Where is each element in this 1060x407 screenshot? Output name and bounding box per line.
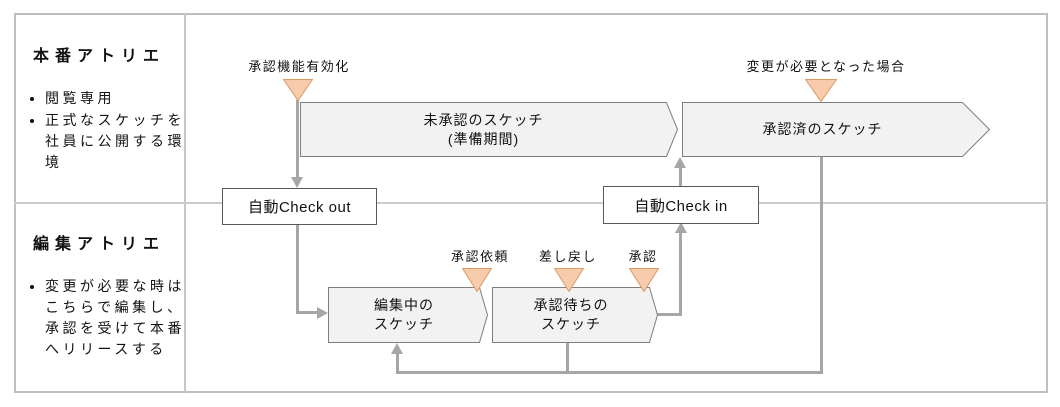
connector-line <box>679 233 682 316</box>
production-environment-title: 本番アトリエ <box>33 48 166 65</box>
stage-waiting-approval-sketch: 承認待ちの スケッチ <box>492 287 658 343</box>
arrowhead-icon <box>291 177 303 188</box>
connector-line <box>396 371 823 374</box>
connector-line <box>296 100 299 178</box>
send-back-marker-icon <box>553 268 585 297</box>
approval-enabled-marker-icon <box>282 79 314 106</box>
change-needed-marker-icon <box>804 79 838 107</box>
stage-label: 承認済のスケッチ <box>762 121 883 137</box>
note-item: 正式なスケッチを社員に公開する環境 <box>45 110 197 173</box>
connector-line <box>296 223 299 314</box>
stage-label: 未承認のスケッチ <box>423 111 544 128</box>
approve-label: 承認 <box>628 249 658 264</box>
approval-request-label: 承認依頼 <box>450 249 510 264</box>
send-back-label: 差し戻し <box>538 249 598 264</box>
approval-enabled-label: 承認機能有効化 <box>248 59 350 74</box>
production-environment-notes: 閲覧専用 正式なスケッチを社員に公開する環境 <box>28 88 197 174</box>
stage-unapproved-sketch: 未承認のスケッチ (準備期間) <box>300 102 678 157</box>
stage-label: スケッチ <box>541 316 601 332</box>
arrowhead-icon <box>674 157 686 168</box>
arrowhead-icon <box>391 343 403 354</box>
stage-label: 編集中の <box>374 297 434 313</box>
stage-label: (準備期間) <box>447 130 520 147</box>
auto-checkin-box: 自動Check in <box>603 186 759 224</box>
change-needed-label: 変更が必要となった場合 <box>746 59 906 74</box>
note-item: 変更が必要な時はこちらで編集し、承認を受けて本番へリリースする <box>45 276 197 360</box>
connector-line <box>820 157 823 374</box>
connector-line <box>296 311 317 314</box>
approval-request-marker-icon <box>461 268 493 297</box>
stage-approved-sketch: 承認済のスケッチ <box>682 102 990 157</box>
connector-line <box>566 343 569 372</box>
editing-environment-notes: 変更が必要な時はこちらで編集し、承認を受けて本番へリリースする <box>28 276 197 361</box>
arrowhead-icon <box>317 307 328 319</box>
auto-checkout-box: 自動Check out <box>222 188 377 225</box>
connector-line <box>656 313 682 316</box>
approve-marker-icon <box>628 268 660 297</box>
connector-line <box>679 168 682 186</box>
stage-label: スケッチ <box>374 316 434 332</box>
stage-label: 承認待ちの <box>533 297 609 313</box>
editing-environment-title: 編集アトリエ <box>33 236 166 253</box>
connector-line <box>396 354 399 371</box>
stage-editing-sketch: 編集中の スケッチ <box>328 287 488 343</box>
note-item: 閲覧専用 <box>45 88 197 109</box>
arrowhead-icon <box>675 222 687 233</box>
row-divider <box>14 202 1048 204</box>
